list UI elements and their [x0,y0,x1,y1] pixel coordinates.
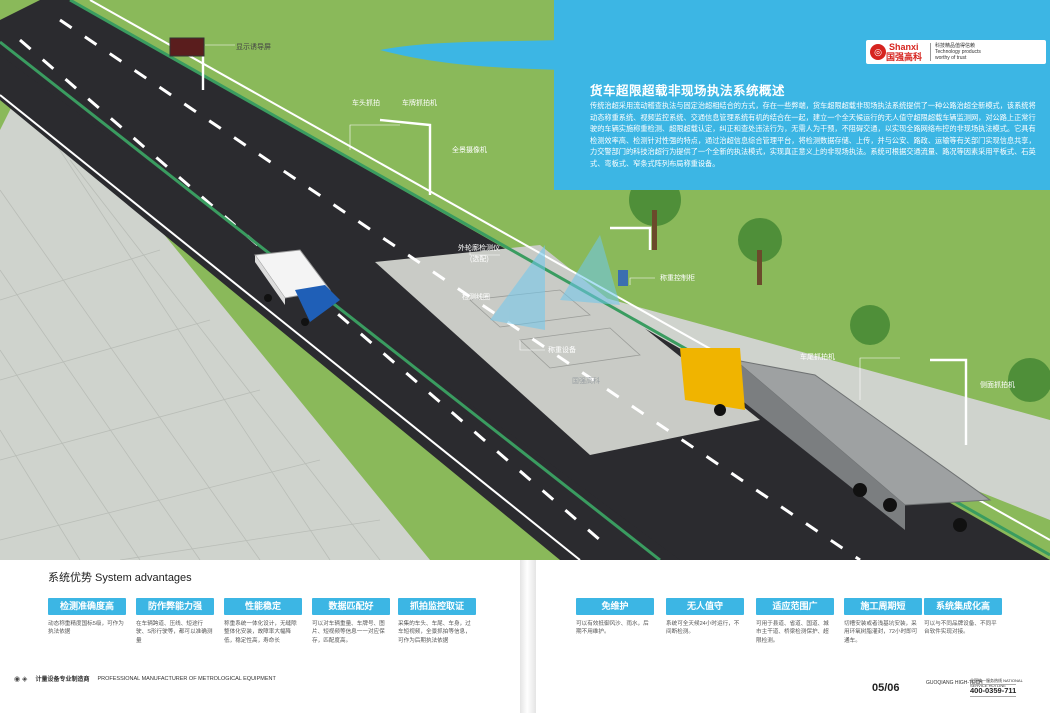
advantage-label: 防作弊能力强 [136,598,214,615]
advantage-desc: 称重系统一体化设计，无缝隙整体化安装，故障率大幅降低，稳定性高，寿命长 [224,621,297,644]
advantage-desc: 可以对车辆重量、车牌号、图片、短视频等信息一一对应保存，匹配度高。 [312,621,385,644]
seal-icon: ◎ [870,44,886,60]
advantages-title: 系统优势 System advantages [48,572,192,584]
advantage-item: 无人值守 系统可全天候24小时运行，不间断检测。 [666,598,744,637]
brand-header: ◎ Shanxi 国强高科 科技精品值得信赖 Technology produc… [866,40,1046,64]
intro-title: 货车超限超载非现场执法系统概述 [590,84,786,98]
advantage-item: 数据匹配好 可以对车辆重量、车牌号、图片、短视频等信息一一对应保存，匹配度高。 [312,598,390,645]
container-truck [680,348,992,532]
intro-panel: ◎ Shanxi 国强高科 科技精品值得信赖 Technology produc… [554,0,1050,190]
advantage-desc: 切槽安装或者浅基坑安装，采用环氧树脂灌封，72小时即可通车。 [844,621,918,644]
footer-left: ◉ ◈ 计量设备专业制造商 PROFESSIONAL MANUFACTURER … [14,674,276,684]
advantage-item: 施工周期短 切槽安装或者浅基坑安装，采用环氧树脂灌封，72小时即可通车。 [844,598,922,645]
weigh-station-pad [375,245,760,455]
callout-lines [205,44,900,400]
advantage-label: 系统集成化高 [924,598,1002,615]
footer-slogan-en: PROFESSIONAL MANUFACTURER OF METROLOGICA… [97,675,276,682]
label-led-screen: 显示诱导屏 [236,44,271,51]
footer-slogan-cn: 计量设备专业制造商 [35,677,90,683]
advantage-item: 免维护 可以有效抵御风沙、雨水，后期不用维护。 [576,598,654,637]
label-weighing-equipment: 称重设备 [548,347,576,354]
brand-name-en: Shanxi [889,41,919,52]
label-weigh-cabinet: 称重控制柜 [660,275,695,282]
brand-name-cn: 国强高科 [886,51,923,62]
advantage-item: 检测准确度高 动态称重精度国标5级，可作为执法依据 [48,598,126,637]
paving-grid [0,119,381,560]
advantage-item: 系统集成化高 可以与不同品牌设备、不同平台软件实现对接。 [924,598,1002,637]
label-front-camera: 车头抓拍 [352,100,380,107]
advantage-label: 施工周期短 [844,598,922,615]
advantage-item: 抓拍监控取证 采集的车头、车尾、车身，过车短视频，全景抓拍等信息，可作为后期执法… [398,598,476,645]
company-logo-icon: ◉ ◈ [14,675,28,683]
river [380,40,560,70]
advantage-item: 防作弊能力强 在车辆跨道、压线、短途行驶、S形行驶等，都可以准确测量 [136,598,214,645]
advantage-label: 数据匹配好 [312,598,390,615]
intro-body: 传统治超采用流动稽查执法与固定治超相结合的方式，存在一些弊端，货车超限超载非现场… [590,101,1036,168]
advantage-item: 性能稳定 称重系统一体化设计，无缝隙整体化安装，故障率大幅降低，稳定性高，寿命长 [224,598,302,645]
hotline-number: 400-0359-711 [970,684,1017,697]
advantage-label: 检测准确度高 [48,598,126,615]
advantage-desc: 在车辆跨道、压线、短途行驶、S形行驶等，都可以准确测量 [136,621,213,644]
led-guidance-screen [169,37,205,57]
label-profile-detector: 外轮廓检测仪 [458,245,500,252]
advantage-desc: 系统可全天候24小时运行，不间断检测。 [666,621,740,636]
brand-name: Shanxi 国强高科 [886,41,923,62]
advantage-desc: 动态称重精度国标5级，可作为执法依据 [48,621,124,636]
advantage-label: 无人值守 [666,598,744,615]
lane-markings [19,18,861,560]
label-panorama-camera: 全景摄像机 [452,147,487,154]
page-fold [520,560,536,713]
page-number: 05/06 [872,682,900,694]
label-detection-coil: 检测线圈 [462,294,490,301]
detector-beams [490,235,620,330]
advantage-label: 适应范围广 [756,598,834,615]
advantage-label: 免维护 [576,598,654,615]
left-paved-slope [0,70,430,560]
box-truck [254,249,340,326]
brand-slogan: 科技精品值得信赖 Technology products worthy of t… [930,43,995,61]
advantage-desc: 可以与不同品牌设备、不同平台软件实现对接。 [924,621,997,636]
label-profile-optional: (选配) [470,256,489,263]
page-brand: GUOQIANG HIGH-TECH [926,680,983,686]
hotline-label: 全国统一服务热线 NATIONAL SERVICE HOTLINE [970,678,1023,688]
camera-gantries [201,52,968,445]
weighing-cabinet [618,270,628,286]
advantages-section: 系统优势 System advantages 检测准确度高 动态称重精度国标5级… [0,560,1050,713]
road-watermark: 国强高科 [572,378,600,385]
advantage-desc: 可用于县道、省道、国道、城市主干道、桥梁检测保护、超限检测。 [756,621,829,644]
label-plate-camera: 车牌抓拍机 [402,100,437,107]
label-side-camera: 侧面抓拍机 [980,382,1015,389]
advantage-desc: 采集的车头、车尾、车身，过车短视频，全景抓拍等信息，可作为后期执法依据 [398,621,471,644]
advantage-label: 抓拍监控取证 [398,598,476,615]
advantage-desc: 可以有效抵御风沙、雨水，后期不用维护。 [576,621,649,636]
label-rear-camera: 车尾抓拍机 [800,354,835,361]
advantage-label: 性能稳定 [224,598,302,615]
advantage-item: 适应范围广 可用于县道、省道、国道、城市主干道、桥梁检测保护、超限检测。 [756,598,834,645]
